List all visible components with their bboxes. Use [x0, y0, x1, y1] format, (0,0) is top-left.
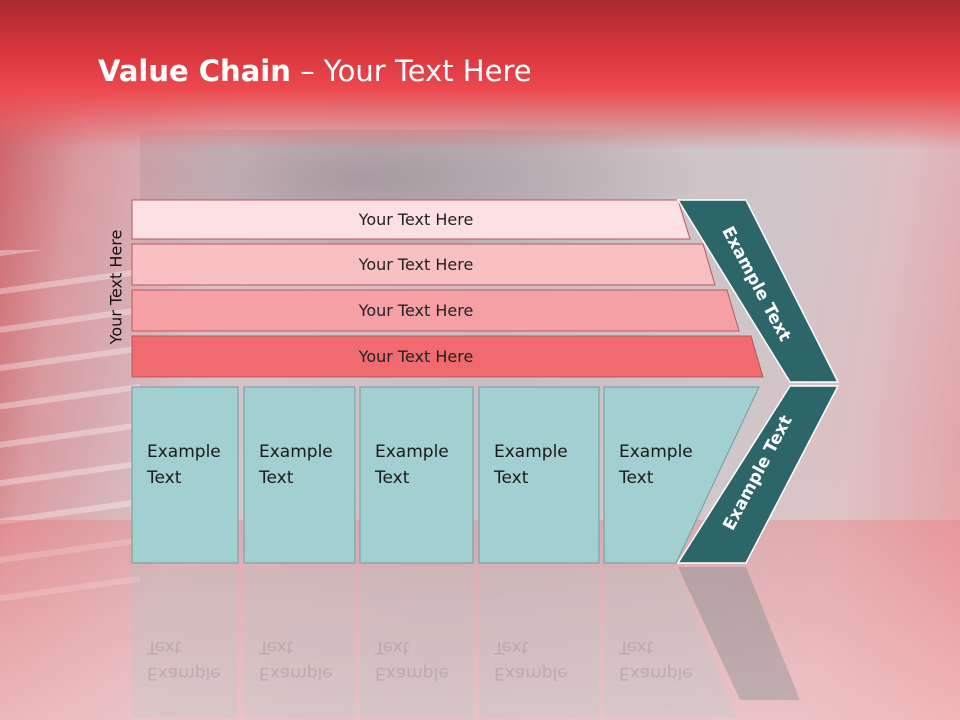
column-2[interactable]	[243, 386, 356, 564]
column-reflection-3	[360, 567, 473, 717]
title-bold: Value Chain	[98, 54, 291, 88]
column-3[interactable]	[359, 386, 474, 564]
column-reflection-5	[604, 567, 736, 717]
bar-label-4: Your Text Here	[358, 346, 474, 366]
reflection-group	[132, 567, 800, 717]
columns-group	[131, 386, 760, 564]
column-5[interactable]	[603, 386, 760, 564]
column-label-reflection-1: Example Text	[147, 637, 221, 683]
upper-chevron[interactable]	[676, 199, 840, 383]
column-reflection-2	[244, 567, 355, 717]
bar-label-1: Your Text Here	[358, 209, 474, 229]
column-reflection-1	[132, 567, 238, 717]
column-label-3: Example Text	[375, 442, 449, 488]
column-label-reflection-2: Example Text	[259, 637, 333, 683]
chevron-reflection	[678, 567, 800, 700]
bar-4[interactable]	[131, 335, 764, 378]
bar-1[interactable]	[131, 199, 691, 240]
lower-chevron[interactable]	[676, 385, 840, 564]
header-band	[0, 0, 960, 150]
column-4[interactable]	[478, 386, 600, 564]
column-label-reflection-3: Example Text	[375, 637, 449, 683]
column-reflection-4	[479, 567, 599, 717]
column-label-4: Example Text	[494, 442, 568, 488]
column-1[interactable]	[131, 386, 239, 564]
column-label-1: Example Text	[147, 442, 221, 488]
bar-label-3: Your Text Here	[358, 300, 474, 320]
bar-3[interactable]	[131, 289, 740, 332]
bars-group	[131, 199, 764, 378]
bar-label-2: Your Text Here	[358, 254, 474, 274]
bar-2[interactable]	[131, 243, 716, 286]
column-label-reflection-5: Example Text	[619, 637, 693, 683]
title-rest: – Your Text Here	[290, 54, 532, 88]
slide-title[interactable]: Value Chain – Your Text Here	[98, 54, 532, 88]
column-label-2: Example Text	[259, 442, 333, 488]
column-label-5: Example Text	[619, 442, 693, 488]
column-label-reflection-4: Example Text	[494, 637, 568, 683]
